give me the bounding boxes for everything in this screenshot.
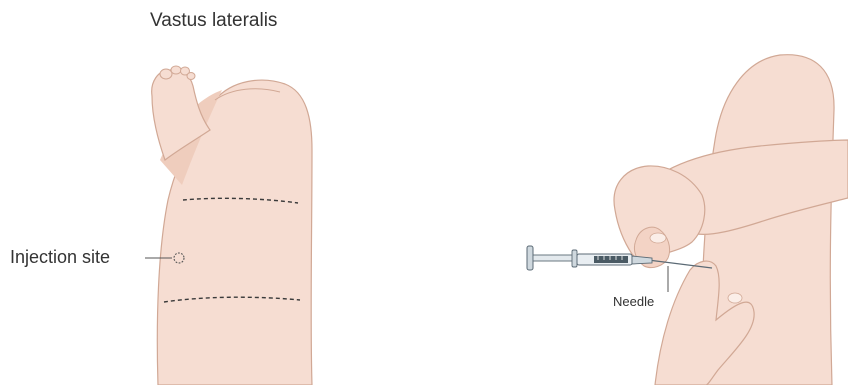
figure-title: Vastus lateralis xyxy=(150,10,277,32)
barrel-flange xyxy=(572,250,577,267)
toe-4 xyxy=(187,73,195,80)
toe-2 xyxy=(171,66,181,74)
fingernail xyxy=(650,233,666,243)
plunger-rod xyxy=(533,255,573,261)
needle-label: Needle xyxy=(613,294,654,309)
toe-1 xyxy=(160,69,172,79)
left-leg-illustration xyxy=(145,66,312,385)
lower-fingernail xyxy=(728,293,742,303)
right-injection-illustration xyxy=(527,55,848,385)
plunger-flange xyxy=(527,246,533,270)
syringe-liquid xyxy=(594,256,628,263)
injection-site-label: Injection site xyxy=(10,247,110,268)
syringe-icon xyxy=(527,246,712,270)
